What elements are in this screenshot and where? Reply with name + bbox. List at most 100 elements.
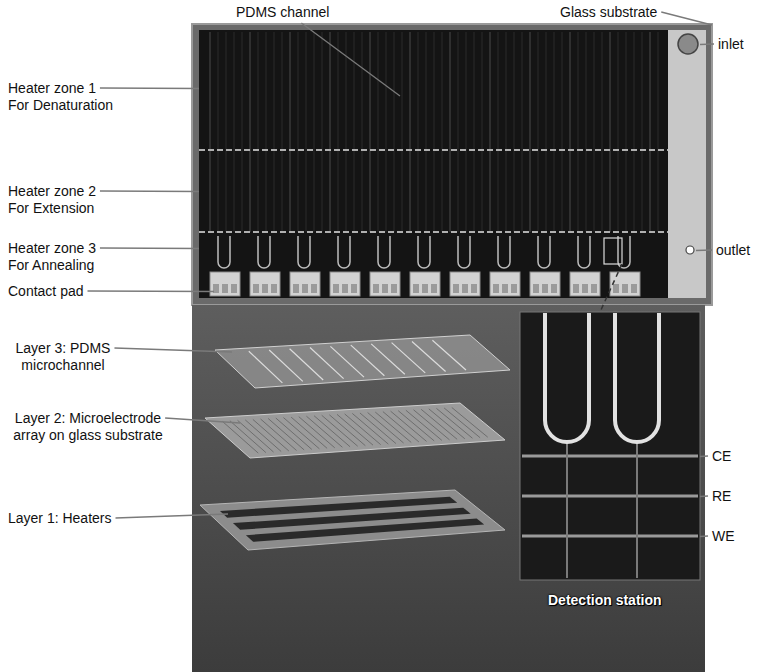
electrode-band (522, 495, 698, 498)
pad-contact (262, 284, 268, 293)
microelectrode (578, 236, 590, 268)
electrode-label: WE (712, 528, 735, 545)
port-label: outlet (716, 242, 750, 259)
microelectrode (218, 236, 230, 268)
electrode-stripe (436, 408, 472, 438)
leader-line (301, 23, 400, 96)
leader-line (100, 87, 199, 89)
pdms-channel-line (370, 32, 371, 232)
electrode-group (218, 236, 630, 268)
contact-pad-group (330, 272, 360, 296)
pdms-channel-line (490, 32, 491, 232)
pdms-channel-line (546, 32, 547, 232)
pad-contact (333, 284, 339, 293)
pdms-channel-line (362, 32, 363, 232)
contact-pad-group (450, 272, 480, 296)
microelectrode (378, 236, 390, 268)
part-label: Contact pad (8, 283, 84, 300)
pdms-channel-line (338, 32, 339, 232)
pad-contact (382, 284, 388, 293)
pdms-channel-line (410, 32, 411, 232)
pdms-channel-line (226, 32, 227, 232)
pdms-channel-line (610, 32, 611, 232)
microelectrode (618, 236, 630, 268)
pad-contact (431, 284, 437, 293)
pdms-channel-line (466, 32, 467, 232)
pdms-channel-line (570, 32, 571, 232)
pdms-channel-line (378, 32, 379, 232)
pad-contact (373, 284, 379, 293)
pad-contact (551, 284, 557, 293)
contact-pad (330, 272, 360, 296)
glass-substrate (192, 24, 712, 305)
pdms-channel-line (346, 32, 347, 232)
u-channel (545, 313, 589, 442)
contact-pad (610, 272, 640, 296)
outlet-port (686, 246, 694, 254)
layer-view-ground (192, 305, 705, 672)
leader-line (88, 290, 215, 292)
pdms-channel-line (658, 32, 659, 232)
contact-pad (570, 272, 600, 296)
pdms-channel-line (538, 32, 539, 232)
pad-contact (351, 284, 357, 293)
contact-pad-group (370, 272, 400, 296)
pdms-channel-line (642, 32, 643, 232)
pad-contact (511, 284, 517, 293)
detection-inset-art (522, 313, 698, 578)
contact-pad-group (490, 272, 520, 296)
zone-boundary (199, 149, 668, 151)
pdms-channel-line (578, 32, 579, 232)
contact-pad-group (290, 272, 320, 296)
pad-contact (462, 284, 468, 293)
contact-pad (250, 272, 280, 296)
pdms-channel-line (269, 350, 303, 381)
part-label: PDMS channel (236, 4, 329, 21)
leader-line (165, 418, 240, 423)
zone-label: Heater zone 1 For Denaturation (8, 80, 118, 114)
electrode-stripe (444, 408, 480, 438)
pdms-channel-line (250, 32, 251, 232)
pdms-channel-line (394, 32, 395, 232)
pdms-channel-line (432, 340, 466, 370)
contact-pad (210, 272, 240, 296)
u-channel (615, 313, 659, 442)
pdms-channel-line (618, 32, 619, 232)
pdms-layer (215, 335, 510, 388)
heater-layer (200, 490, 505, 550)
pad-contact (582, 284, 588, 293)
contact-pad-group (410, 272, 440, 296)
electrode-lead (636, 442, 638, 578)
inlet-port (678, 34, 698, 54)
heater-strip-group (220, 497, 484, 542)
leader-line (700, 455, 708, 457)
contact-pad-group (250, 272, 280, 296)
pdms-channel-line (442, 32, 443, 232)
pdms-channel-line (274, 32, 275, 232)
microelectrode (538, 236, 550, 268)
layer-label: Layer 3: PDMS microchannel (8, 340, 118, 374)
pdms-channel-line (626, 32, 627, 232)
pad-contact (622, 284, 628, 293)
leader-line (700, 535, 708, 537)
contact-pad-group (530, 272, 560, 296)
pad-contact (253, 284, 259, 293)
detection-inset (520, 312, 700, 580)
pad-contact (591, 284, 597, 293)
pdms-channel-line (351, 345, 385, 376)
contact-pad (370, 272, 400, 296)
pad-contact (422, 284, 428, 293)
zone-boundary (199, 231, 668, 233)
pdms-channel-line (498, 32, 499, 232)
pdms-channel-line (602, 32, 603, 232)
pdms-channel-line (242, 32, 243, 232)
electrode-band (522, 455, 698, 458)
pdms-channel-line (310, 348, 344, 379)
pad-contact (471, 284, 477, 293)
pdms-channel-line (482, 32, 483, 232)
pad-contact (311, 284, 317, 293)
leader-line (116, 514, 229, 518)
pad-contact (302, 284, 308, 293)
pdms-channel-line (474, 32, 475, 232)
